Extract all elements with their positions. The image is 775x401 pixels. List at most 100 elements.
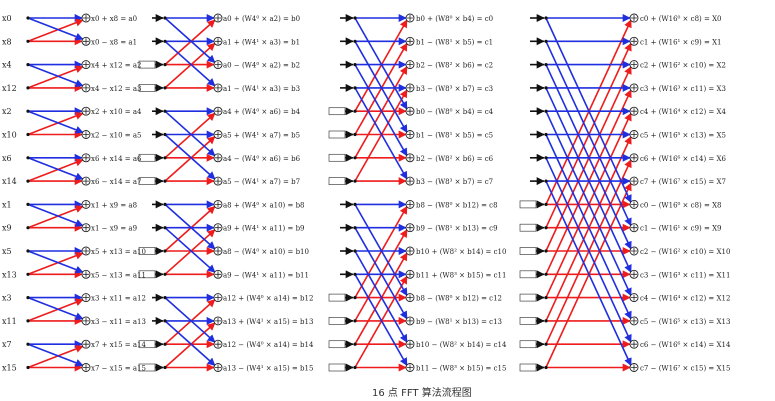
butterfly-wires: [27, 14, 632, 372]
junction-dot: [353, 179, 357, 183]
adder-plus-mark: [407, 341, 413, 348]
junction-dot: [353, 365, 357, 370]
junction-dot: [163, 296, 167, 300]
stage2-equation: a13 − (W4¹ × a15) = b15: [223, 365, 313, 373]
adder-plus-mark: [407, 317, 413, 324]
junction-dot: [163, 132, 167, 137]
adder-plus-mark: [83, 131, 89, 138]
junction-dot: [544, 63, 548, 67]
diagram-caption: 16 点 FFT 算法流程图: [372, 386, 472, 399]
stage4-equation: c6 + (W16⁶ × c14) = X6: [640, 155, 727, 163]
cross-wire: [164, 320, 216, 367]
adder-plus-mark: [631, 15, 637, 21]
adder-plus-mark: [215, 131, 221, 138]
stage3-equation: b8 − (W8⁰ × b12) = c12: [416, 295, 502, 303]
junction-dot: [353, 272, 357, 276]
junction-dot: [26, 16, 30, 20]
cross-wire: [164, 227, 216, 273]
adder-plus-mark: [215, 154, 221, 161]
junction-dot: [26, 132, 30, 137]
adder-plus-mark: [83, 248, 89, 254]
stage4-equation: c2 + (W16² × c10) = X2: [640, 62, 726, 70]
twiddle-multiplier-box: [138, 84, 156, 92]
stage3-equation: b0 − (W8⁰ × b4) = c4: [416, 108, 494, 116]
adder-plus-mark: [407, 15, 413, 21]
cross-wire: [27, 250, 84, 274]
junction-dot: [163, 39, 167, 43]
twiddle-multiplier-box: [519, 223, 537, 232]
twiddle-multiplier-box: [519, 200, 537, 209]
junction-dot: [26, 249, 30, 253]
stage4-equation: c3 − (W16³ × c11) = X11: [640, 271, 730, 279]
junction-dot: [163, 342, 167, 346]
junction-dot: [544, 86, 548, 90]
adder-plus-mark: [83, 38, 89, 45]
adder-plus-mark: [215, 271, 221, 278]
adder-plus-mark: [407, 131, 413, 138]
junction-dot: [544, 16, 548, 20]
stage1-equation: x4 − x12 = a3: [91, 85, 142, 93]
adder-plus-mark: [215, 317, 221, 324]
stage1-equation: x2 + x10 = a4: [91, 108, 142, 116]
input-label: x15: [2, 364, 17, 373]
cross-wire: [27, 251, 84, 276]
cross-wire: [354, 273, 408, 367]
cross-wire: [545, 134, 632, 320]
adder-plus-mark: [631, 154, 637, 161]
cross-wire: [27, 63, 84, 87]
cross-wire: [545, 40, 632, 227]
twiddle-multiplier-box: [138, 340, 156, 349]
junction-dot: [544, 342, 548, 346]
stage3-equation: b10 − (W8² × b14) = c14: [416, 341, 507, 349]
junction-dot: [163, 319, 167, 323]
cross-wire: [27, 18, 84, 43]
stage3-equation: b2 − (W8² × b6) = c6: [416, 155, 494, 163]
junction-dot: [163, 249, 167, 253]
junction-dot: [163, 272, 167, 276]
junction-dot: [26, 272, 30, 276]
cross-wire: [164, 112, 216, 159]
cross-wire: [545, 180, 632, 367]
input-label: x2: [2, 107, 12, 116]
junction-dot: [26, 63, 30, 67]
cross-wire: [545, 157, 632, 343]
cross-wire: [354, 205, 408, 298]
junction-dot: [544, 156, 548, 160]
stage2-equation: a5 − (W4¹ × a7) = b7: [223, 178, 300, 186]
cross-wire: [545, 89, 632, 275]
cross-wire: [27, 158, 84, 182]
junction-dot: [544, 296, 548, 300]
adder-plus-mark: [215, 38, 221, 45]
junction-dot: [544, 179, 548, 183]
cross-wire: [27, 157, 84, 181]
stage4-equation: c4 + (W16⁴ × c12) = X4: [640, 108, 727, 116]
stage4-equation: c5 + (W16⁵ × c13) = X5: [640, 132, 726, 140]
junction-dot: [26, 296, 30, 300]
adder-plus-mark: [83, 154, 89, 161]
adder-plus-mark: [631, 201, 637, 208]
stage2-equation: a12 + (W4⁰ × a14) = b12: [223, 295, 313, 303]
cross-wire: [27, 203, 84, 227]
adder-plus-mark: [407, 271, 413, 278]
adder-plus-mark: [215, 61, 221, 68]
junction-dot: [26, 365, 30, 370]
cross-wire: [164, 205, 216, 252]
input-label: x6: [2, 154, 12, 163]
adder-plus-mark: [215, 178, 221, 185]
stage2-equation: a8 + (W4⁰ × a10) = b8: [223, 201, 305, 209]
stage4-equation: c2 − (W16² × c10) = X10: [640, 248, 730, 256]
adder-plus-mark: [407, 84, 413, 91]
stage3-equation: b11 − (W8³ × b15) = c15: [416, 365, 506, 373]
adder-nodes: [26, 13, 639, 372]
input-label: x12: [2, 84, 17, 93]
junction-dot: [544, 109, 548, 113]
stage1-equation: x7 − x15 = a15: [91, 365, 146, 373]
adder-plus-mark: [407, 38, 413, 45]
junction-dot: [163, 109, 167, 113]
junction-dot: [26, 179, 30, 183]
stage3-equation: b9 − (W8¹ × b13) = c9: [416, 225, 498, 233]
adder-plus-mark: [631, 224, 637, 231]
adder-plus-mark: [407, 108, 413, 115]
adder-plus-mark: [631, 38, 637, 45]
cross-wire: [545, 182, 632, 368]
